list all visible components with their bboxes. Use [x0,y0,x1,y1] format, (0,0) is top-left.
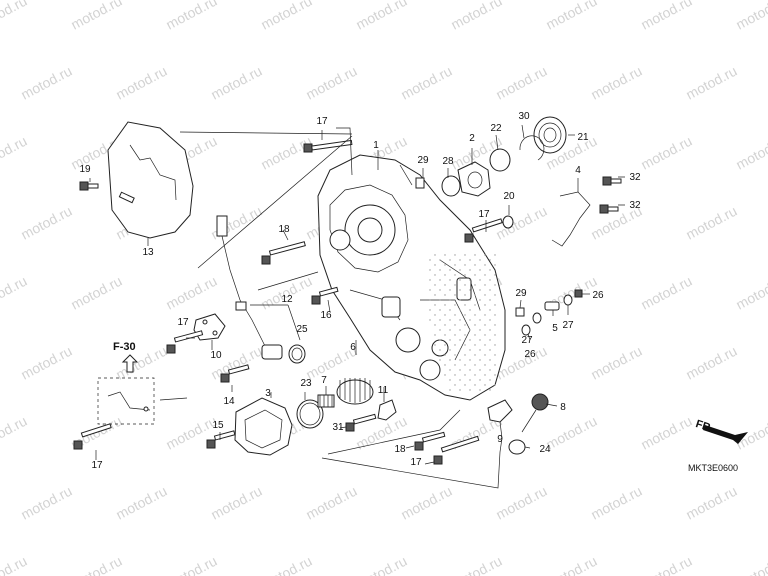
callout-number: 11 [378,385,389,396]
dowel-pin-29a [415,177,425,189]
hub-2 [457,161,491,197]
callout-number: 4 [575,165,581,176]
dipstick-8 [521,393,549,433]
bolt-16 [311,286,339,305]
reference-label: F-30 [113,341,136,353]
callout-number: 3 [265,388,271,399]
callout-number: 25 [296,324,308,335]
callout-number: 10 [210,350,222,361]
callout-number: 16 [320,310,332,321]
callout-number: 29 [515,288,527,299]
plunger-5 [544,301,560,311]
callout-number: 2 [469,133,475,144]
callout-number: 8 [560,402,566,413]
callout-number: 24 [539,444,551,455]
callout-number: 6 [350,342,356,353]
callout-number: 19 [79,164,91,175]
bolt-18-bottom [414,431,446,451]
leader-lines [89,124,625,489]
bolt-17-top [303,139,353,153]
hatch-area [429,254,496,391]
bolt-17-right [464,218,503,243]
front-direction-arrow [703,425,748,444]
callout-number: 13 [142,247,154,258]
callout-number: 5 [552,323,558,334]
callout-number: 20 [503,191,515,202]
washer-27a [532,312,542,324]
oring-25 [288,344,306,364]
callout-number: 17 [91,460,103,471]
callout-number: 28 [442,156,454,167]
callout-number: 32 [629,172,641,183]
bolt-17-inset [73,423,112,450]
bolt-32b [599,204,619,214]
callout-number: 31 [332,422,344,433]
bolt-26a [574,289,583,298]
callout-number: 17 [478,209,490,220]
cover-3 [234,397,293,456]
callout-number: 26 [592,290,604,301]
callout-number: 1 [373,140,379,151]
ring-22 [489,148,511,172]
callout-number: 17 [316,116,328,127]
bolt-18-left [261,241,306,265]
bolt-32a [602,176,622,186]
callout-number: 18 [278,224,290,235]
bolt-19 [79,181,99,191]
callout-number: 18 [394,444,406,455]
callout-number: 7 [321,375,327,386]
direction-label: FR. [694,418,715,435]
bolt-15 [206,430,236,449]
callout-number: 30 [518,111,530,122]
callout-number: 22 [490,123,502,134]
callout-number: 26 [524,349,536,360]
bracket-11 [377,399,397,421]
bolt-14 [220,364,250,383]
bearing-21 [533,116,567,154]
cover-plate-13 [107,121,194,239]
oring-23 [296,399,324,429]
callout-number: 12 [281,294,293,305]
callout-number: 9 [497,434,503,445]
callout-number: 27 [562,320,574,331]
oring-28 [441,175,461,197]
callout-number: 23 [300,378,312,389]
circlip-30 [519,135,545,161]
bolt-17-left [166,330,204,354]
washer-20 [502,215,514,229]
callout-number: 29 [417,155,429,166]
callout-number: 32 [629,200,641,211]
oil-filter-6 [336,378,374,405]
plate-9 [487,399,513,423]
sensor-harness-12 [216,215,283,360]
bolt-17-bottom [433,435,480,465]
reference-inset [97,354,155,425]
callout-number: 17 [410,457,422,468]
diagram-code: MKT3E0600 [688,463,738,473]
callout-number: 14 [223,396,235,407]
bolt-26b [521,324,531,336]
callout-number: 17 [177,317,189,328]
callout-number: 15 [212,420,224,431]
callout-number: 21 [577,132,589,143]
callout-number: 27 [521,335,533,346]
